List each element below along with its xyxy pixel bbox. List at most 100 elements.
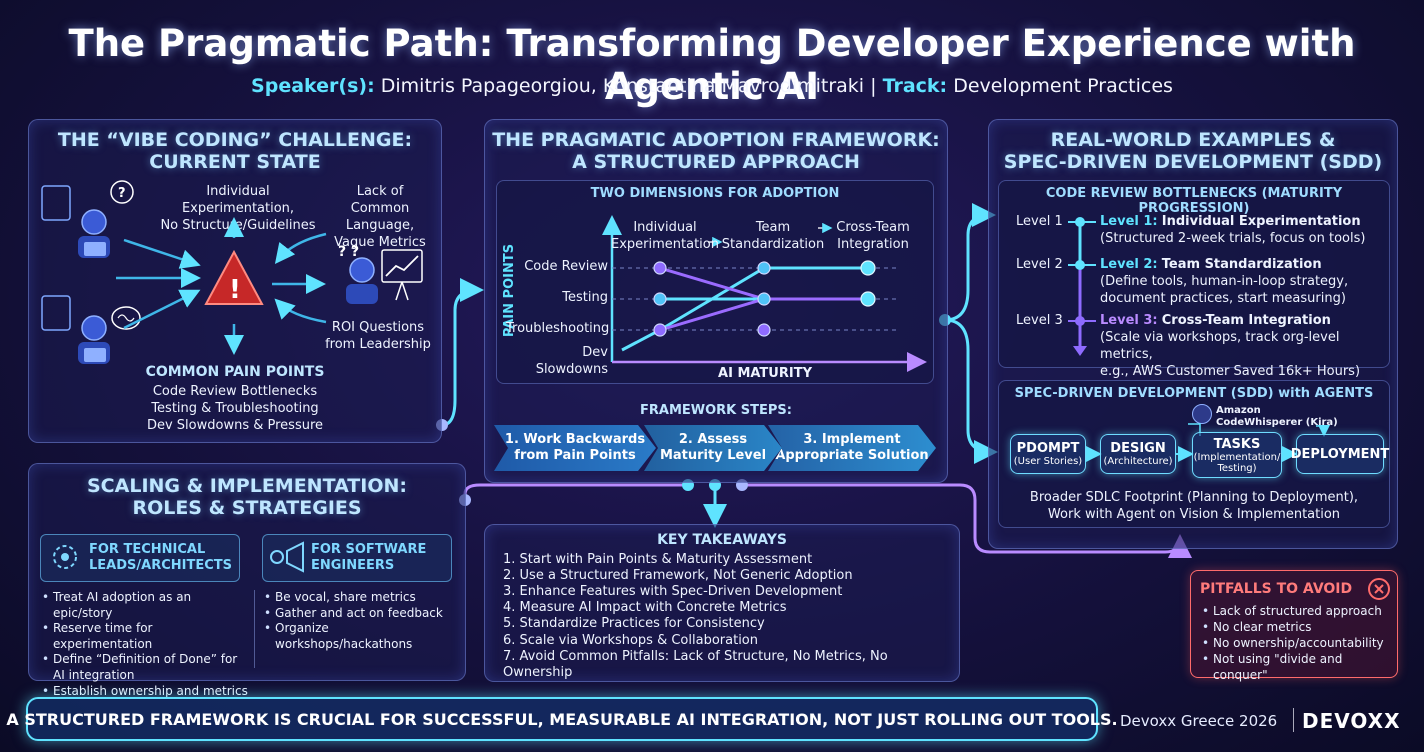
sw-item: Organize workshops/hackathons bbox=[264, 621, 464, 652]
level-3-name: Level 3: bbox=[1100, 313, 1158, 328]
framework-title-line1: THE PRAGMATIC ADOPTION FRAMEWORK: bbox=[492, 129, 940, 151]
pain-point-item: Dev Slowdowns & Pressure bbox=[146, 417, 324, 433]
code-window-icon bbox=[41, 185, 71, 221]
col-team: Team Standardization bbox=[718, 220, 828, 254]
level-3-tag: Level 3 bbox=[1016, 313, 1063, 328]
level-3-bold: Cross-Team Integration bbox=[1161, 313, 1331, 328]
level-1-bold: Individual Experimentation bbox=[1161, 214, 1361, 229]
close-circle-icon bbox=[1368, 578, 1390, 600]
adoption-matrix bbox=[602, 215, 927, 372]
sdd-footer-1: Broader SDLC Footprint (Planning to Depl… bbox=[1029, 490, 1359, 505]
sdd-prompt-title: PDOMPT bbox=[1016, 441, 1080, 456]
sw-label-2: ENGINEERS bbox=[311, 558, 395, 573]
sdd-tasks: TASKS (Implementation/ Testing) bbox=[1192, 432, 1282, 478]
level-1-detail: (Structured 2-week trials, focus on tool… bbox=[1100, 230, 1366, 246]
track: Development Practices bbox=[953, 75, 1173, 97]
tech-leads-list: Treat AI adoption as an epic/story Reser… bbox=[42, 590, 252, 699]
tech-item: Establish ownership and metrics bbox=[42, 684, 252, 700]
dimensions-title: TWO DIMENSIONS FOR ADOPTION bbox=[590, 186, 840, 201]
tech-item: Define “Definition of Done” for AI integ… bbox=[42, 652, 252, 683]
col-individual-2: Experimentation bbox=[611, 236, 719, 252]
takeaways-title: KEY TAKEAWAYS bbox=[657, 532, 787, 548]
code-window-icon bbox=[41, 295, 71, 331]
pain-point-item: Testing & Troubleshooting bbox=[151, 400, 319, 416]
role-divider bbox=[254, 590, 255, 668]
level-3-detail-1: (Scale via workshops, track org-level me… bbox=[1100, 329, 1340, 362]
growth-chart-icon bbox=[381, 249, 423, 283]
roi-label-1: ROI Questions bbox=[331, 320, 425, 335]
conclusion-banner: A STRUCTURED FRAMEWORK IS CRUCIAL FOR SU… bbox=[6, 697, 1118, 741]
megaphone-icon bbox=[270, 541, 304, 573]
agent-label: Amazon CodeWhisperer (Kira) bbox=[1216, 405, 1338, 429]
code-review-title: CODE REVIEW BOTTLENECKS (MATURITY PROGRE… bbox=[1045, 186, 1343, 216]
framework-title: THE PRAGMATIC ADOPTION FRAMEWORK: A STRU… bbox=[484, 129, 948, 174]
page-title: The Pragmatic Path: Transforming Develop… bbox=[68, 22, 1356, 108]
takeaway-item: 4. Measure AI Impact with Concrete Metri… bbox=[503, 600, 787, 616]
subtitle: Speaker(s): Dimitris Papageorgiou, Konst… bbox=[0, 75, 1424, 97]
takeaways-panel bbox=[484, 524, 960, 682]
step1-line1: 1. Work Backwards bbox=[504, 432, 646, 448]
col-team-1: Team bbox=[755, 220, 791, 235]
sdd-prompt-sub: (User Stories) bbox=[1013, 456, 1083, 467]
level-3-desc: Level 3: Cross-Team Integration (Scale v… bbox=[1100, 313, 1390, 381]
sdd-deployment-title: DEPLOYMENT bbox=[1290, 446, 1390, 462]
speaker-label: Speaker(s): bbox=[251, 75, 375, 97]
sdd-tasks-title: TASKS bbox=[1213, 436, 1261, 452]
svg-text:? ?: ? ? bbox=[338, 244, 359, 260]
col-individual: Individual Experimentation bbox=[610, 220, 720, 254]
roi-label-2: from Leadership bbox=[325, 336, 431, 352]
level-2-desc: Level 2: Team Standardization (Define to… bbox=[1100, 257, 1390, 308]
tech-item: Treat AI adoption as an epic/story bbox=[42, 590, 252, 621]
vibe-right-label: Lack of Common Language, Vague Metrics bbox=[328, 184, 432, 252]
svg-text:?: ? bbox=[118, 186, 126, 201]
sw-item: Gather and act on feedback bbox=[264, 606, 464, 622]
pitfall-item: Not using "divide and conquer" bbox=[1202, 652, 1392, 684]
takeaway-item: 3. Enhance Features with Spec-Driven Dev… bbox=[503, 584, 843, 600]
agent-label-1: Amazon bbox=[1216, 405, 1261, 416]
sdd-title: SPEC-DRIVEN DEVELOPMENT (SDD) with AGENT… bbox=[1014, 386, 1374, 401]
tech-label-1: FOR TECHNICAL bbox=[89, 542, 206, 558]
gear-people-icon bbox=[53, 545, 77, 569]
level-2-tag: Level 2 bbox=[1016, 257, 1063, 272]
roi-label: ROI Questions from Leadership bbox=[318, 320, 438, 354]
vibe-right-label-2: Language, bbox=[345, 217, 415, 233]
takeaways-list: 1. Start with Pain Points & Maturity Ass… bbox=[503, 552, 955, 681]
footer-divider bbox=[1293, 708, 1294, 732]
track-label: Track: bbox=[882, 75, 948, 97]
row-troubleshooting: Troubleshooting bbox=[506, 321, 610, 336]
col-cross-team: Cross-Team Integration bbox=[828, 220, 918, 254]
scaling-title-line1: SCALING & IMPLEMENTATION: bbox=[87, 475, 407, 497]
banner-text: A STRUCTURED FRAMEWORK IS CRUCIAL FOR SU… bbox=[6, 709, 1118, 729]
step3-line1: 3. Implement bbox=[803, 432, 901, 448]
sdd-footer: Broader SDLC Footprint (Planning to Depl… bbox=[998, 490, 1390, 524]
tech-label-2: LEADS/ARCHITECTS bbox=[89, 558, 232, 573]
level-3-detail-2: e.g., AWS Customer Saved 16k+ Hours) bbox=[1100, 363, 1361, 379]
agent-label-2: CodeWhisperer (Kira) bbox=[1216, 417, 1338, 428]
devoxx-logo: DEVOXX bbox=[1302, 709, 1401, 733]
event-name: Devoxx Greece 2026 bbox=[1120, 712, 1278, 730]
scaling-title: SCALING & IMPLEMENTATION: ROLES & STRATE… bbox=[28, 475, 466, 520]
takeaway-item: 1. Start with Pain Points & Maturity Ass… bbox=[503, 552, 813, 567]
sdd-design-sub: (Architecture) bbox=[1103, 456, 1173, 467]
col-individual-1: Individual bbox=[633, 220, 697, 235]
agent-icon bbox=[1192, 404, 1212, 424]
row-dev-slowdowns: Dev Slowdowns bbox=[535, 345, 608, 377]
x-axis-label: AI MATURITY bbox=[718, 366, 812, 381]
sdd-prompt: PDOMPT (User Stories) bbox=[1010, 434, 1086, 474]
scaling-title-line2: ROLES & STRATEGIES bbox=[132, 496, 362, 519]
vibe-title-line2: CURRENT STATE bbox=[149, 150, 321, 173]
maturity-line bbox=[1068, 217, 1096, 356]
level-1-name: Level 1: bbox=[1100, 214, 1158, 229]
sdd-tasks-sub2: Testing) bbox=[1217, 462, 1257, 474]
warning-triangle-icon bbox=[204, 249, 264, 305]
examples-title-line1: REAL-WORLD EXAMPLES & bbox=[1050, 129, 1336, 151]
level-2-detail-2: document practices, start measuring) bbox=[1100, 290, 1346, 306]
level-2-name: Level 2: bbox=[1100, 257, 1158, 272]
sdd-design: DESIGN (Architecture) bbox=[1100, 434, 1176, 474]
takeaway-item: 6. Scale via Workshops & Collaboration bbox=[503, 632, 758, 648]
engineers-list: Be vocal, share metrics Gather and act o… bbox=[264, 590, 464, 652]
